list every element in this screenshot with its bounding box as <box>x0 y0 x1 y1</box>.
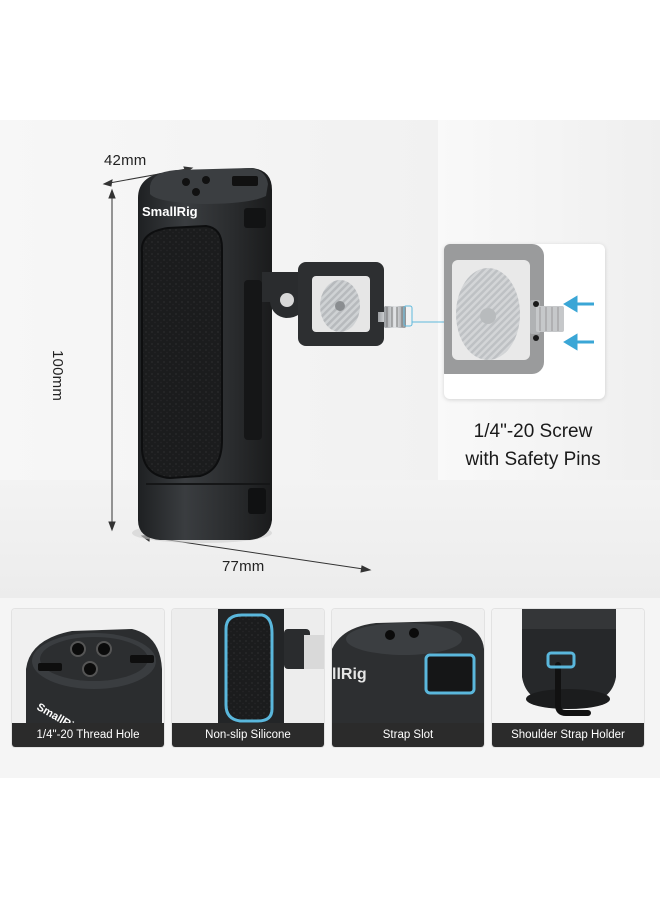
arrow-icon <box>563 295 594 351</box>
thread-hole-icon: SmallRig <box>12 609 164 723</box>
caption-line-1: 1/4"-20 Screw <box>473 421 593 442</box>
depth-dimension-label: 77mm <box>222 558 265 575</box>
brand-logo: SmallRig <box>142 204 198 219</box>
zoom-connector <box>403 305 444 327</box>
background-floor <box>0 480 660 600</box>
feature-strip: SmallRig 1/4"-20 Thread Hole Non-slip Si… <box>0 598 660 778</box>
handle-body: SmallRig <box>132 168 272 543</box>
feature-caption: 1/4"-20 Screw with Safety Pins <box>428 418 638 474</box>
feature-strap-holder: Shoulder Strap Holder <box>491 608 645 748</box>
hex-key-icon <box>492 609 644 723</box>
silicone-grip-icon <box>172 609 324 723</box>
strap-slot-icon: llRig <box>332 609 484 723</box>
screw-detail-inset <box>444 244 605 399</box>
feature-label: Non-slip Silicone <box>172 723 324 747</box>
svg-text:llRig: llRig <box>332 666 367 683</box>
handle-illustration: SmallRig <box>102 166 444 573</box>
caption-line-2: with Safety Pins <box>465 449 601 470</box>
height-dimension-label: 100mm <box>49 350 66 402</box>
feature-label: 1/4"-20 Thread Hole <box>12 723 164 747</box>
feature-silicone: Non-slip Silicone <box>171 608 325 748</box>
width-dimension-label: 42mm <box>104 152 147 169</box>
feature-strap-slot: llRig Strap Slot <box>331 608 485 748</box>
feature-label: Shoulder Strap Holder <box>492 723 644 747</box>
feature-thread-hole: SmallRig 1/4"-20 Thread Hole <box>11 608 165 748</box>
feature-label: Strap Slot <box>332 723 484 747</box>
mount-bracket <box>262 262 406 346</box>
